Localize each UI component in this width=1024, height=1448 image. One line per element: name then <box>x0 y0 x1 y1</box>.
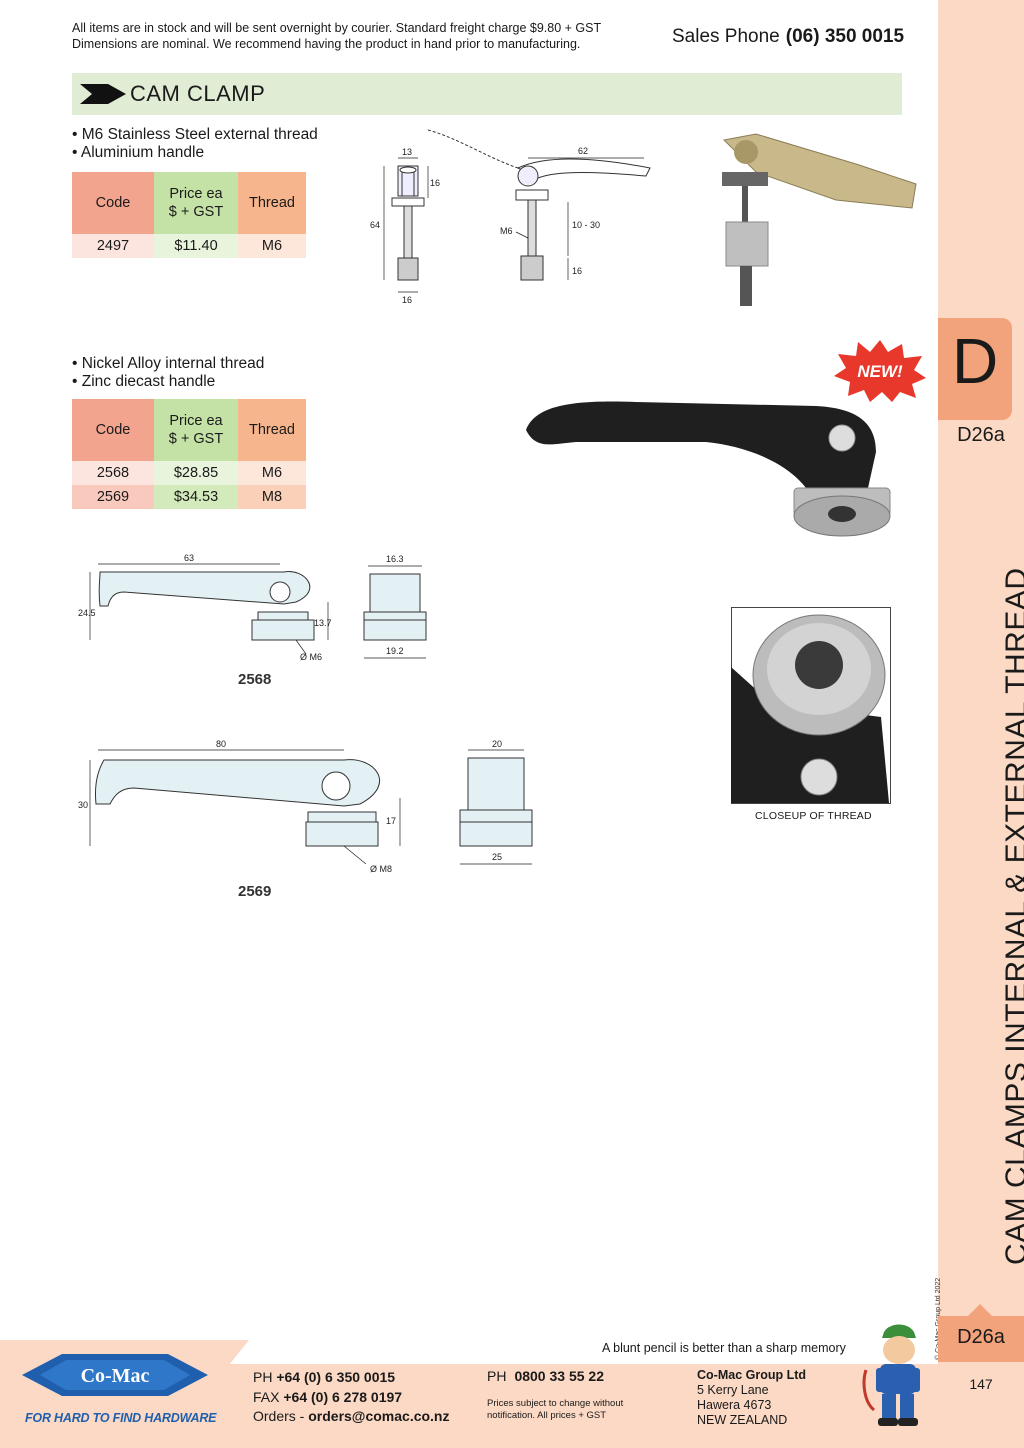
footer-phone[interactable]: +64 (0) 6 350 0015 <box>276 1369 396 1385</box>
page-code-top: D26a <box>957 424 1005 446</box>
dim-top-width: 16.3 <box>386 554 404 564</box>
stock-notice: All items are in stock and will be sent … <box>72 20 601 52</box>
page-number: 147 <box>969 1376 993 1392</box>
section-title-bar: CAM CLAMP <box>72 73 902 115</box>
dim-top-width: 20 <box>492 739 502 749</box>
side-band <box>938 0 1024 1448</box>
closeup-caption: CLOSEUP OF THREAD <box>755 810 872 822</box>
notice-line-1: All items are in stock and will be sent … <box>72 21 602 35</box>
product2-feature-1: Nickel Alloy internal thread <box>72 355 265 373</box>
drawing-2568: 63 24.5 13.7 Ø M6 16.3 19.2 <box>78 553 427 662</box>
cell-price: $28.85 <box>154 461 238 485</box>
notice-line-2: Dimensions are nominal. We recommend hav… <box>72 37 581 51</box>
dim-length: 80 <box>216 739 226 749</box>
dim-height: 30 <box>78 800 88 810</box>
col-code: Code <box>72 172 154 234</box>
dim-thread: M6 <box>500 226 513 236</box>
sales-label: Sales Phone <box>672 26 780 47</box>
cell-thread: M8 <box>238 485 306 509</box>
table-row[interactable]: 2568 $28.85 M6 <box>72 461 306 485</box>
new-badge-text: NEW! <box>857 362 903 381</box>
logo-text: Co-Mac <box>81 1365 150 1387</box>
page-code-bottom: D26a <box>957 1326 1005 1348</box>
vertical-section-title: CAM CLAMPS INTERNAL & EXTERNAL THREAD <box>1000 567 1024 1265</box>
cell-thread: M6 <box>238 461 306 485</box>
drawing-2569: 80 30 17 Ø M8 20 25 <box>78 739 533 874</box>
cell-code: 2569 <box>72 485 154 509</box>
product2-photo <box>526 401 891 537</box>
col-price: Price ea$ + GST <box>154 399 238 461</box>
footer-fax: +64 (0) 6 278 0197 <box>283 1388 403 1405</box>
price-disclaimer: Prices subject to change without notific… <box>487 1398 624 1421</box>
drawing-2568-label: 2568 <box>238 671 272 688</box>
product2-price-table: Code Price ea$ + GST Thread 2568 $28.85 … <box>72 399 306 509</box>
dim-head-height: 16 <box>430 178 440 188</box>
dim-length: 63 <box>184 553 194 563</box>
col-thread: Thread <box>238 172 306 234</box>
col-code: Code <box>72 399 154 461</box>
section-title: CAM CLAMP <box>130 81 266 106</box>
mascot-icon <box>862 1324 920 1426</box>
dim-thread: Ø M6 <box>300 652 322 662</box>
col-thread: Thread <box>238 399 306 461</box>
cell-thread: M6 <box>238 234 306 258</box>
dim-body: 13.7 <box>314 618 332 628</box>
dim-thread: Ø M8 <box>370 864 392 874</box>
dim-body: 17 <box>386 816 396 826</box>
arrow-icon <box>80 84 126 104</box>
dim-top-width: 13 <box>402 147 412 157</box>
new-badge: NEW! <box>834 340 926 402</box>
product1-price-table: Code Price ea$ + GST Thread 2497 $11.40 … <box>72 172 306 258</box>
cell-price: $34.53 <box>154 485 238 509</box>
cell-code: 2497 <box>72 234 154 258</box>
product2-feature-2: Zinc diecast handle <box>72 373 264 391</box>
dim-base-width: 25 <box>492 852 502 862</box>
product1-dimension-drawing: 13 62 16 64 M6 10 - 30 16 16 <box>370 129 651 305</box>
product1-feature-1: M6 Stainless Steel external thread <box>72 126 318 144</box>
company-address: Co-Mac Group Ltd 5 Kerry Lane Hawera 467… <box>697 1368 807 1427</box>
product1-feature-2: Aluminium handle <box>72 144 318 162</box>
dim-base-width: 16 <box>402 295 412 305</box>
sales-number[interactable]: (06) 350 0015 <box>785 26 905 47</box>
drawing-2569-label: 2569 <box>238 883 272 900</box>
section-letter: D <box>952 325 999 397</box>
dim-height: 24.5 <box>78 608 96 618</box>
cell-price: $11.40 <box>154 234 238 258</box>
closeup-photo <box>731 607 891 804</box>
product1-photo <box>722 133 917 306</box>
dim-base-width: 19.2 <box>386 646 404 656</box>
page-code-tab[interactable]: D26a <box>938 1304 1024 1362</box>
table-row[interactable]: 2569 $34.53 M8 <box>72 485 306 509</box>
motto: A blunt pencil is better than a sharp me… <box>602 1341 846 1355</box>
table-row[interactable]: 2497 $11.40 M6 <box>72 234 306 258</box>
section-tab[interactable]: D <box>938 318 1012 420</box>
dim-foot-height: 16 <box>572 266 582 276</box>
dim-total-height: 64 <box>370 220 380 230</box>
tagline: FOR HARD TO FIND HARDWARE <box>25 1411 217 1425</box>
col-price: Price ea$ + GST <box>154 172 238 234</box>
freephone-number[interactable]: 0800 33 55 22 <box>514 1368 604 1384</box>
orders-email-link[interactable]: orders@comac.co.nz <box>308 1408 450 1424</box>
dim-clamp-range: 10 - 30 <box>572 220 600 230</box>
dim-handle-length: 62 <box>578 146 588 156</box>
cell-code: 2568 <box>72 461 154 485</box>
comac-logo[interactable]: Co-Mac <box>22 1344 208 1406</box>
contact-details: PH +64 (0) 6 350 0015 FAX +64 (0) 6 278 … <box>253 1369 450 1424</box>
product1-features: M6 Stainless Steel external thread Alumi… <box>72 126 318 162</box>
product2-features: Nickel Alloy internal thread Zinc diecas… <box>72 355 265 391</box>
sales-phone: Sales Phone(06) 350 0015 <box>672 26 904 48</box>
